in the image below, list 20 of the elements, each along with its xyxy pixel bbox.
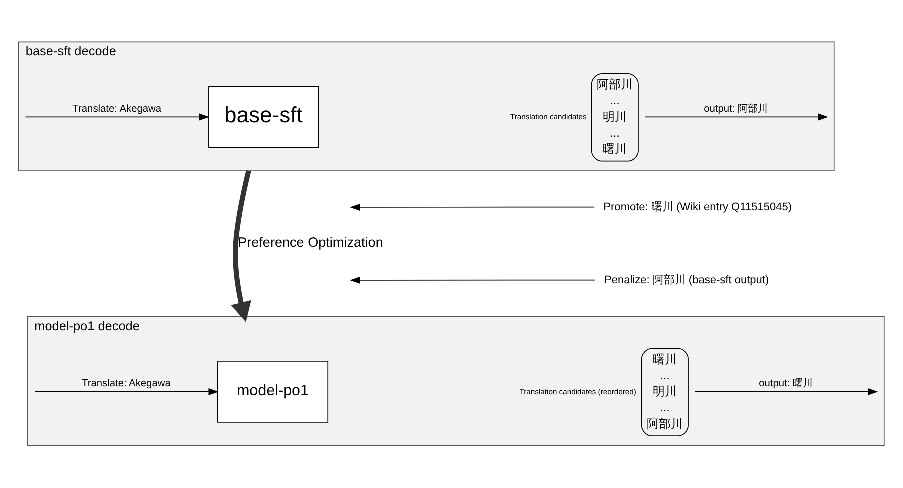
arrow (25, 114, 210, 121)
node-text: Penalize: 阿部川 (base-sft output) (604, 274, 770, 286)
node-label: Translation candidates (510, 112, 587, 122)
node-label: Translation candidates (reordered) (520, 387, 636, 396)
arrow (350, 204, 596, 212)
arrow (694, 388, 878, 396)
edge-label: Preference Optimization (238, 235, 384, 250)
arrow (34, 388, 219, 396)
node-box: base-sft (208, 86, 320, 148)
node-box: model-po1 (217, 361, 329, 423)
edge-label: Translate: Akegawa (72, 104, 162, 115)
arrow (350, 276, 596, 284)
node-box: 阿部川 ... 明川 ... 曙川 (591, 74, 639, 162)
node-text: Promote: 曙川 (Wiki entry Q11515045) (604, 201, 792, 214)
arrow (231, 170, 252, 322)
edge-label: output: 曙川 (759, 378, 814, 390)
edge-label: Translate: Akegawa (82, 378, 171, 390)
edge-label: output: 阿部川 (704, 104, 768, 115)
node-box: 曙川 ... 明川 ... 阿部川 (641, 348, 689, 436)
arrow (644, 114, 829, 121)
